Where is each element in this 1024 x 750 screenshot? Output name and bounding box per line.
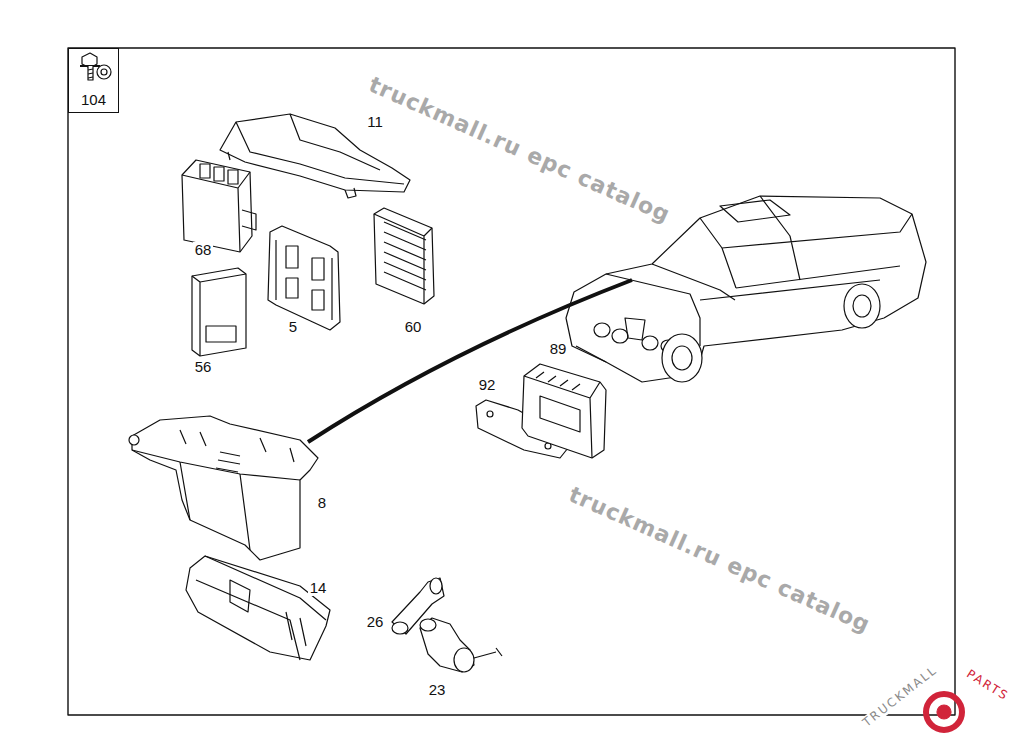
callout-number: 60 <box>403 319 424 336</box>
pump-23 <box>420 618 502 672</box>
control-unit-68 <box>182 160 256 252</box>
callout-number: 89 <box>548 341 569 358</box>
leader-line <box>308 280 632 442</box>
bracket-5 <box>268 226 340 330</box>
module-89 <box>522 364 606 458</box>
part-number: 104 <box>69 91 118 108</box>
logo-text: TRUCKMALL <box>859 663 942 732</box>
callout-number: 68 <box>193 242 214 259</box>
bolt-icon <box>80 53 111 80</box>
module-60 <box>374 208 434 304</box>
station-wagon <box>566 196 926 382</box>
reference-box: 104 <box>68 48 119 113</box>
hose-26 <box>392 578 444 634</box>
callout-number: 26 <box>365 614 386 631</box>
frame <box>68 48 955 715</box>
housing-14 <box>186 556 330 660</box>
watermark: truckmall.ru epc catalog <box>564 482 876 639</box>
callout-number: 11 <box>365 114 385 131</box>
callout-number: 8 <box>316 495 328 512</box>
logo-text: PARTS <box>963 667 1013 705</box>
callout-number: 5 <box>287 319 299 336</box>
callout-number: 14 <box>308 580 329 597</box>
callout-number: 92 <box>477 377 498 394</box>
ecu-56 <box>192 268 246 356</box>
logo-gear <box>926 694 962 730</box>
callout-number: 23 <box>427 682 448 699</box>
watermark: truckmall.ru epc catalog <box>364 72 676 229</box>
callout-number: 56 <box>193 359 214 376</box>
tray-8 <box>129 416 318 560</box>
